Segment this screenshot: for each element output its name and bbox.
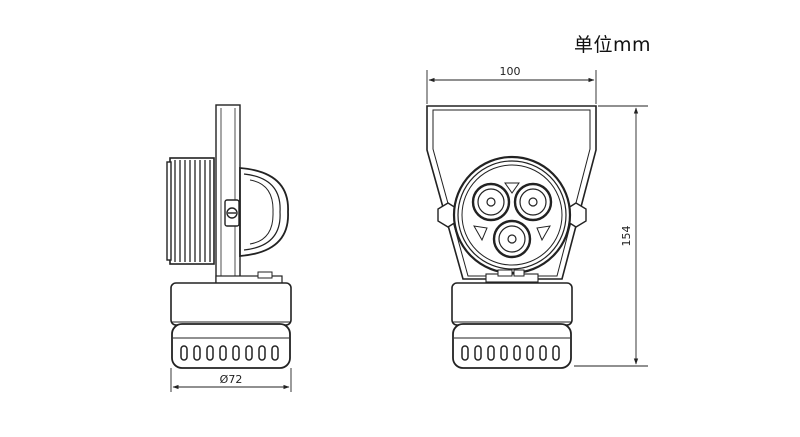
front-height-label: 154 — [620, 226, 633, 247]
side-heatsink — [166, 157, 215, 265]
front-height-dimension — [574, 105, 648, 367]
front-width-dimension — [426, 70, 597, 104]
side-lens — [239, 167, 289, 257]
front-view — [426, 105, 597, 369]
side-bracket — [215, 104, 241, 283]
unit-label: 单位mm — [574, 34, 652, 56]
side-diameter-dimension — [170, 368, 292, 392]
front-base — [451, 282, 573, 369]
front-led-lenses — [471, 182, 553, 259]
front-width-label: 100 — [500, 65, 521, 78]
side-base — [170, 282, 292, 369]
side-pivot-knob — [224, 199, 240, 227]
side-view — [166, 104, 292, 369]
front-wing-knobs — [437, 202, 587, 228]
side-diameter-label: Ø72 — [220, 373, 243, 386]
